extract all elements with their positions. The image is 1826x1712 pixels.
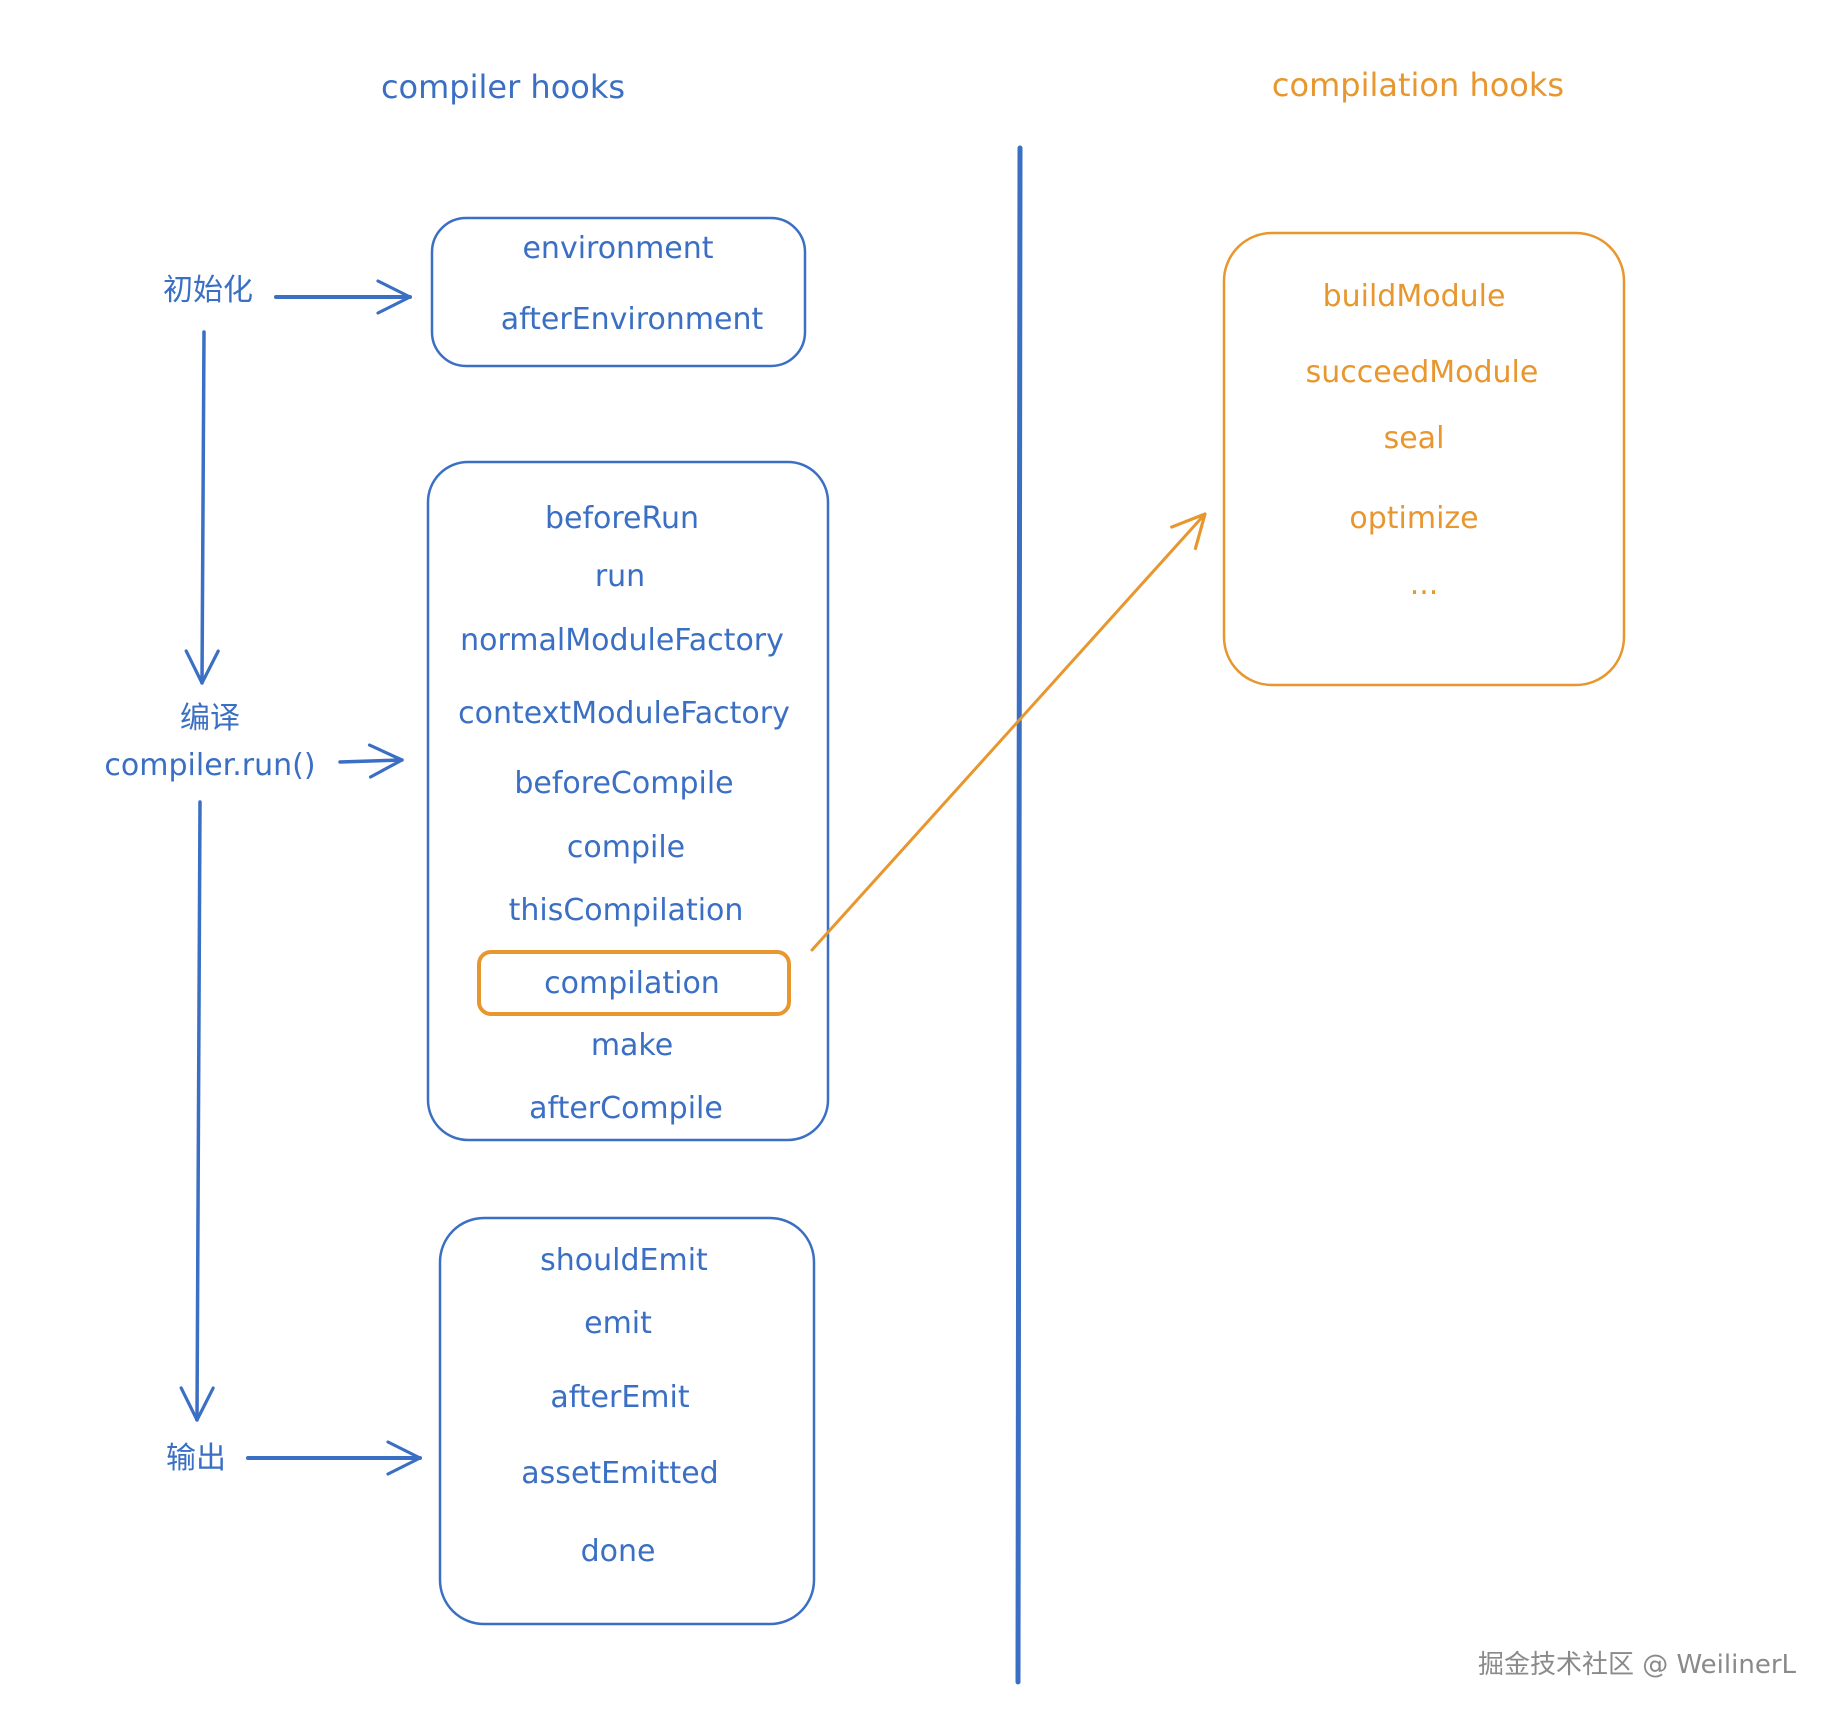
hook-afterEmit: afterEmit	[550, 1380, 689, 1415]
hook-afterEnvironment: afterEnvironment	[501, 302, 764, 337]
watermark: 掘金技术社区 @ WeilinerL	[1478, 1650, 1797, 1680]
compilation-hooks-title: compilation hooks	[1272, 66, 1564, 104]
hook-ellipsis: ...	[1410, 567, 1439, 602]
compiler-hooks-title: compiler hooks	[381, 68, 625, 106]
emit-hooks-box	[438, 1216, 816, 1626]
run-hooks-box	[426, 460, 830, 1142]
hook-make: make	[591, 1028, 673, 1063]
hook-succeedModule: succeedModule	[1306, 355, 1539, 390]
hook-optimize: optimize	[1349, 501, 1478, 536]
hook-buildModule: buildModule	[1323, 279, 1506, 314]
hook-thisCompilation: thisCompilation	[509, 893, 744, 928]
hook-seal: seal	[1384, 421, 1445, 456]
hook-afterCompile: afterCompile	[529, 1091, 723, 1126]
hook-compile: compile	[567, 830, 685, 865]
hook-done: done	[581, 1534, 656, 1569]
arrow-compile-to-run	[338, 743, 404, 779]
hook-shouldEmit: shouldEmit	[540, 1243, 708, 1278]
flow-arrow-init-to-compile	[184, 330, 220, 685]
stage-output-label: 输出	[166, 1441, 226, 1476]
hook-run: run	[595, 559, 645, 594]
stage-init-label: 初始化	[163, 273, 253, 308]
arrow-compilation-to-compilation-hooks	[810, 512, 1207, 952]
hook-compilation: compilation	[544, 966, 720, 1001]
hook-normalModuleFactory: normalModuleFactory	[460, 623, 784, 658]
hook-emit: emit	[584, 1306, 652, 1341]
column-divider	[1015, 145, 1023, 1685]
hook-contextModuleFactory: contextModuleFactory	[458, 696, 790, 731]
hook-environment: environment	[522, 231, 713, 266]
hook-beforeCompile: beforeCompile	[514, 766, 733, 801]
environment-hooks-box	[430, 216, 807, 368]
flow-arrow-compile-to-output	[179, 800, 215, 1422]
stage-compile-call: compiler.run()	[104, 748, 315, 783]
hook-assetEmitted: assetEmitted	[521, 1456, 718, 1491]
compilation-hook-highlight	[477, 950, 791, 1016]
hook-beforeRun: beforeRun	[545, 501, 699, 536]
stage-compile-label: 编译	[180, 701, 240, 736]
compilation-hooks-box	[1222, 231, 1626, 687]
